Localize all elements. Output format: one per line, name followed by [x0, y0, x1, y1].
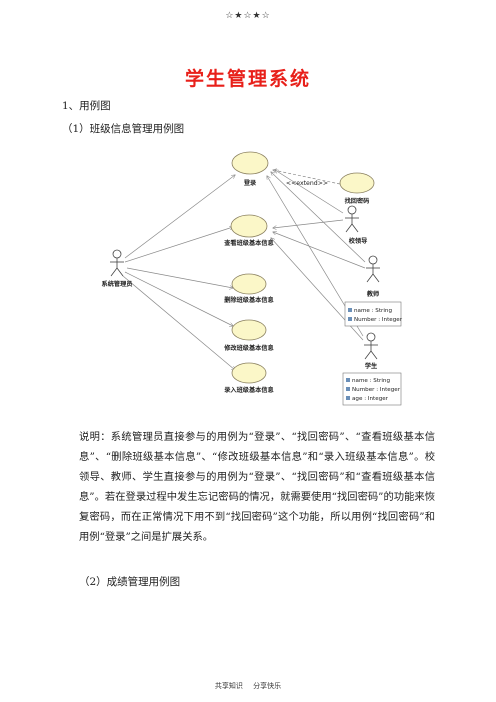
assoc-admin-input	[122, 275, 235, 370]
page-footer: 共享知识 分享快乐	[214, 682, 282, 690]
usecase-input-class-label: 录入班级基本信息	[224, 386, 274, 394]
actor-leader-label: 校领导	[349, 237, 368, 245]
actor-admin-label: 系统管理员	[102, 280, 133, 288]
subsection-heading-grades: （2）成绩管理用例图	[79, 576, 181, 588]
assoc-teacher-view	[273, 232, 366, 269]
teacher-attr-1: name : String	[354, 308, 392, 314]
usecase-view-class	[230, 214, 268, 238]
actor-student-icon	[364, 332, 378, 360]
usecase-login-label: 登录	[243, 179, 257, 187]
usecase-delete-class-label: 删除班级基本信息	[224, 296, 274, 304]
assoc-admin-delete	[126, 267, 233, 288]
extend-line	[273, 170, 341, 185]
actor-student-label: 学生	[365, 362, 378, 370]
student-attr-3: age : Integer	[352, 396, 389, 402]
usecase-view-class-label: 查看班级基本信息	[223, 239, 274, 247]
usecase-delete-class	[231, 273, 267, 295]
actor-teacher-label: 教师	[366, 290, 379, 298]
usecase-modify-class	[231, 319, 267, 341]
assoc-leader-login	[275, 170, 344, 214]
use-case-diagram: 登录 找回密码 查看班级基本信息 删除班级基本信息 修改班级基本信息 录入班级基…	[102, 151, 403, 406]
assoc-admin-view	[124, 227, 233, 263]
assoc-teacher-login	[271, 172, 366, 263]
description-paragraph: 说明：系统管理员直接参与的用例为“登录”、“找回密码”、“查看班级基本信息”、“…	[79, 431, 435, 543]
extend-stereotype: <<extend>>	[286, 180, 328, 187]
actor-leader-icon	[345, 205, 359, 233]
assoc-admin-login	[124, 175, 235, 259]
actor-admin-icon	[110, 249, 124, 277]
student-attr-1: name : String	[352, 378, 390, 384]
usecase-input-class	[231, 362, 267, 384]
usecase-modify-class-label: 修改班级基本信息	[223, 344, 274, 352]
student-attributes-box: name : String Number : Integer age : Int…	[342, 372, 402, 406]
teacher-attr-2: Number : Integer	[354, 317, 403, 323]
header-stars: ☆★☆★☆	[225, 11, 271, 21]
actor-teacher-icon	[366, 255, 380, 283]
assoc-admin-modify	[124, 271, 233, 326]
section-heading-usecase: 1、用例图	[62, 100, 111, 112]
student-attr-2: Number : Integer	[352, 387, 401, 393]
document-title: 学生管理系统	[184, 68, 311, 90]
usecase-find-password-label: 找回密码	[345, 197, 370, 205]
usecase-login	[231, 151, 269, 175]
teacher-attributes-box: name : String Number : Integer	[344, 301, 403, 327]
usecase-find-password	[339, 172, 375, 194]
assoc-leader-view	[273, 219, 344, 228]
subsection-heading-class-info: （1）班级信息管理用例图	[62, 123, 185, 135]
